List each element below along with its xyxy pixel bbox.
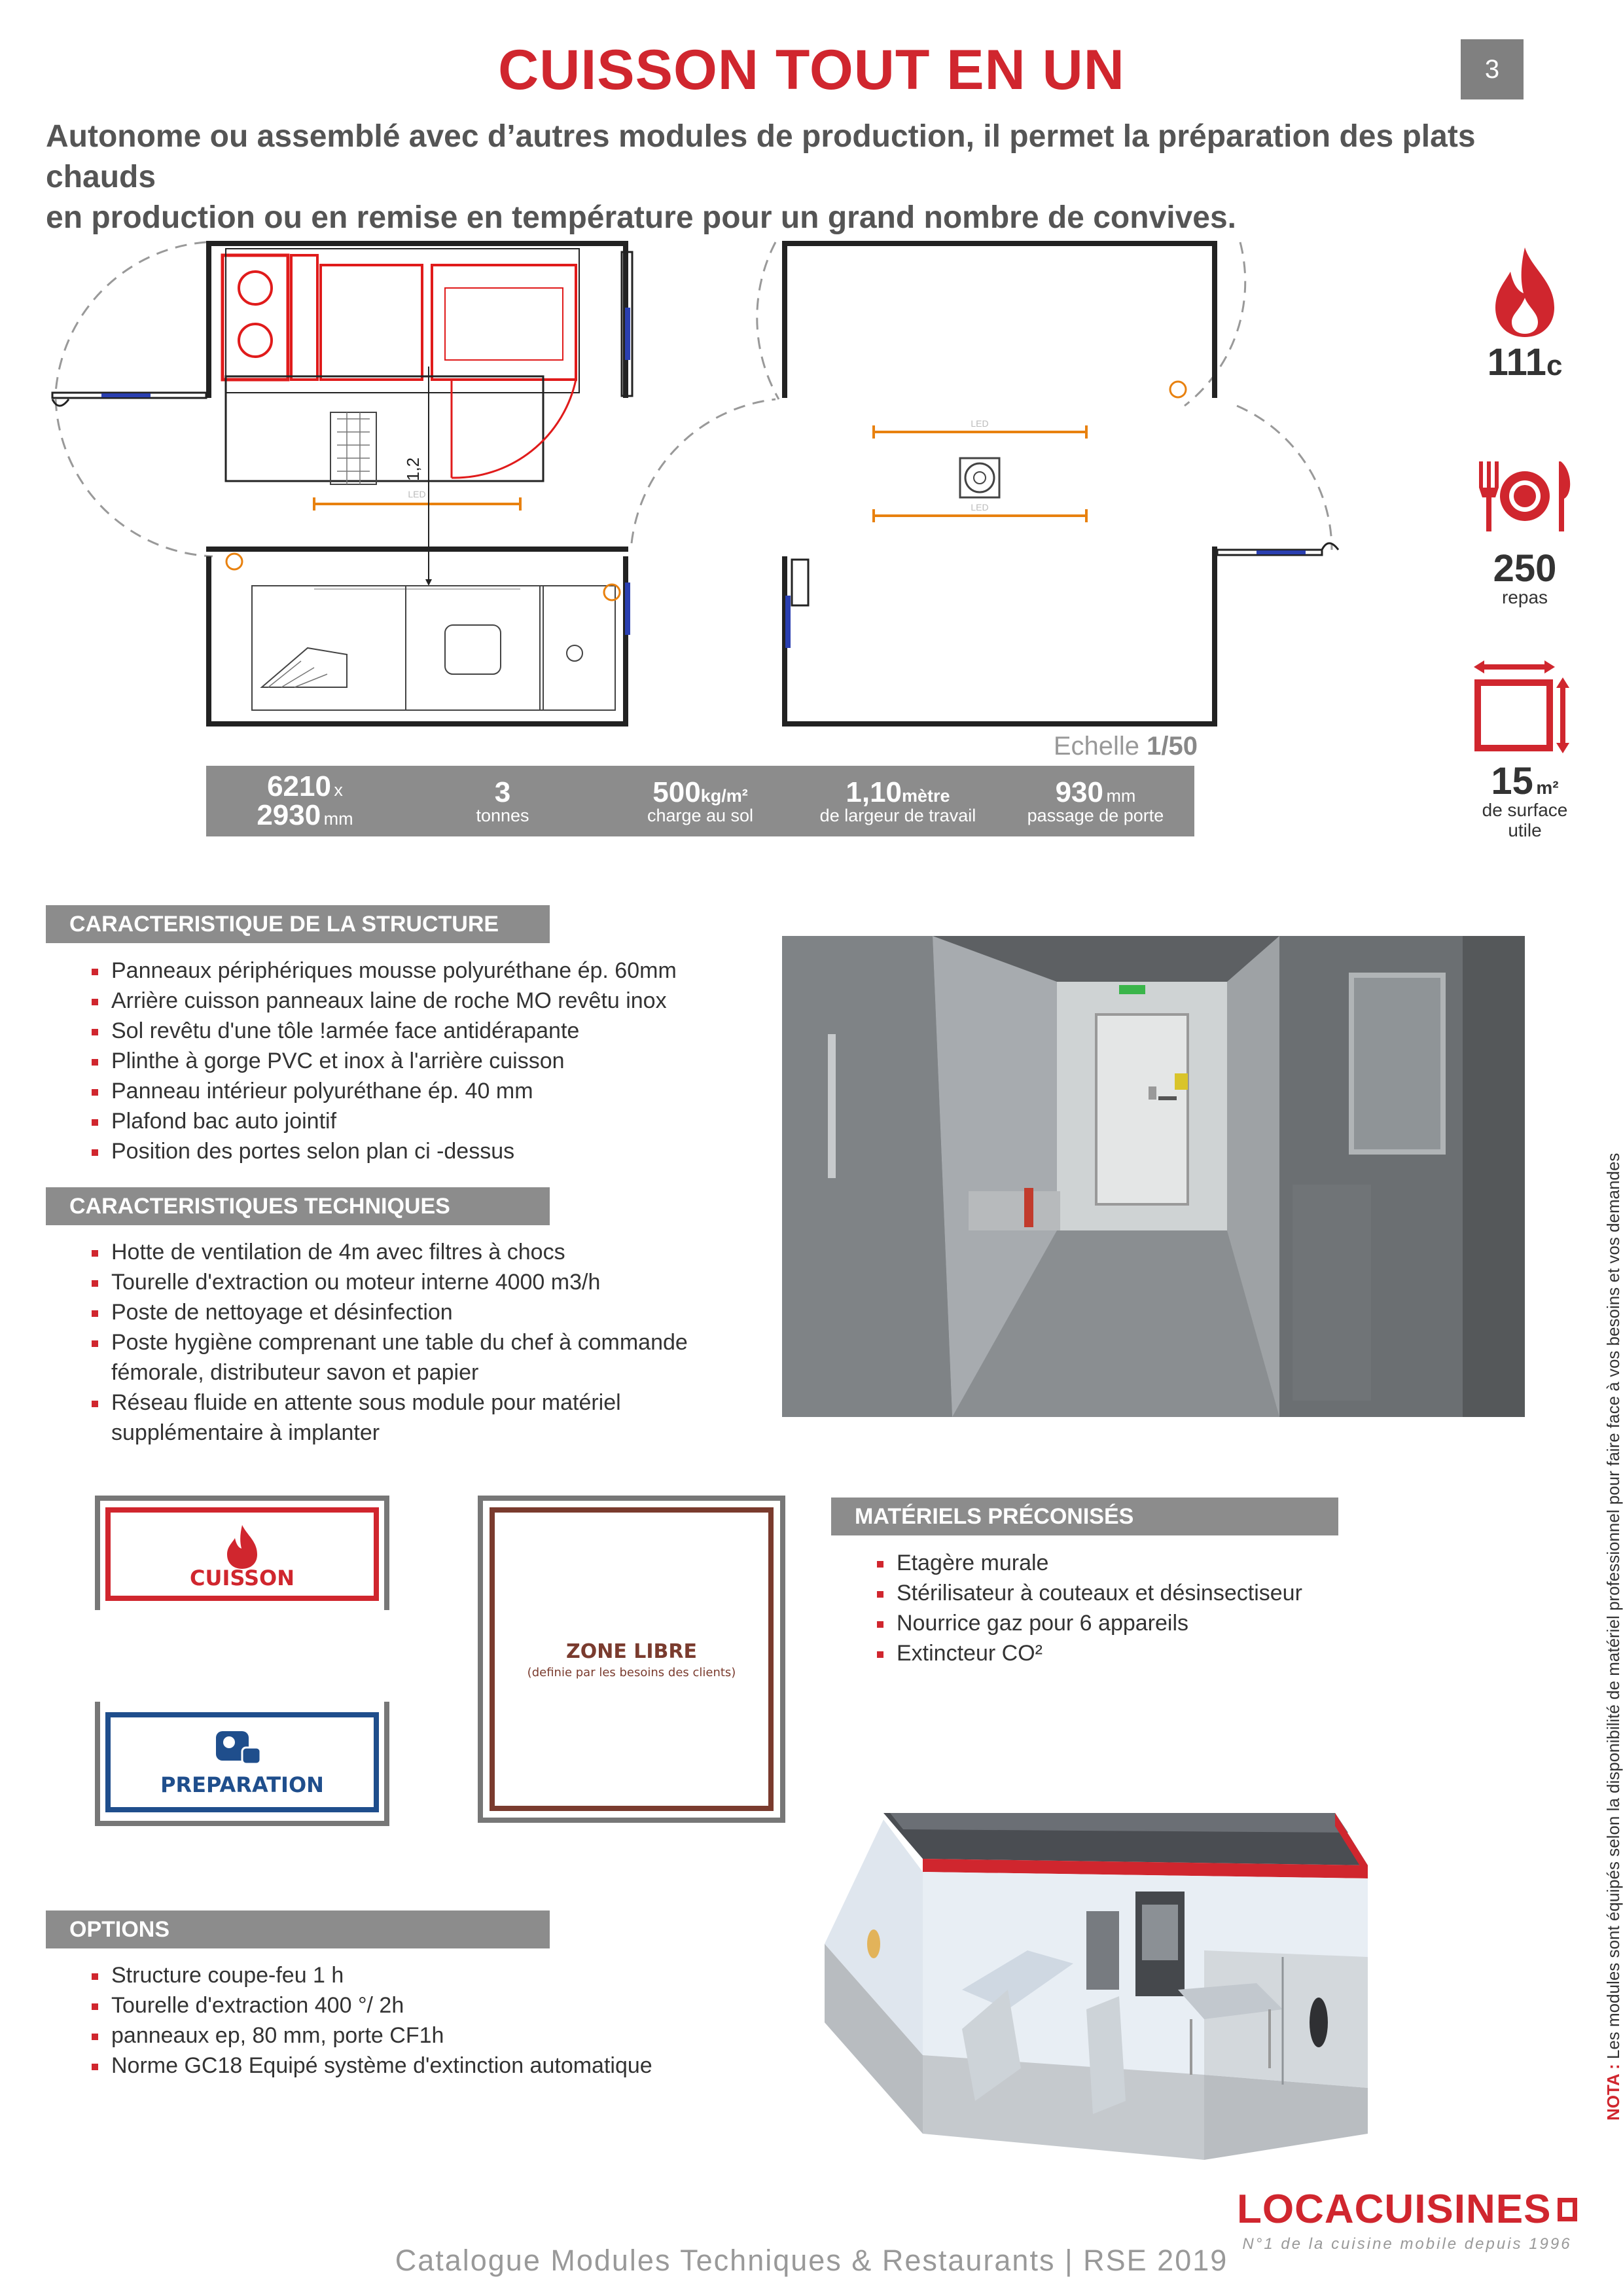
- intro-line-2: en production ou en remise en températur…: [46, 200, 1236, 235]
- section-materiels-title: MATÉRIELS PRÉCONISÉS: [831, 1498, 1338, 1535]
- power-stat: 111c: [1487, 341, 1563, 384]
- flame-icon: [1495, 247, 1554, 337]
- list-item: Réseau fluide en attente sous module pou…: [46, 1388, 766, 1418]
- zone-libre-sublabel: (definie par les besoins des clients): [527, 1666, 736, 1679]
- spec-floor-load: 500kg/m² charge au sol: [647, 776, 754, 825]
- floor-plans: LED 1,2: [51, 241, 1340, 726]
- list-item: Norme GC18 Equipé système d'extinction a…: [46, 2051, 798, 2081]
- structure-list: Panneaux périphériques mousse polyurétha…: [46, 956, 766, 1166]
- list-item: Panneaux périphériques mousse polyurétha…: [46, 956, 766, 986]
- list-item: panneaux ep, 80 mm, porte CF1h: [46, 2020, 798, 2051]
- right-module-plan: LED LED: [756, 241, 1340, 726]
- zone-cuisson: [95, 1496, 389, 1610]
- plate-cutlery-icon: [1479, 461, 1571, 531]
- nota-text: NOTA : Les modules sont équipés selon la…: [1603, 1153, 1623, 2121]
- led-label-2: LED: [971, 418, 988, 429]
- intro-line-1: Autonome ou assemblé avec d’autres modul…: [46, 119, 1476, 194]
- scale-label: Echelle 1/50: [982, 732, 1198, 761]
- list-item: Sol revêtu d'une tôle !armée face antidé…: [46, 1016, 766, 1046]
- list-item: Panneau intérieur polyuréthane ép. 40 mm: [46, 1076, 766, 1106]
- list-item: Tourelle d'extraction 400 °/ 2h: [46, 1990, 798, 2020]
- scale-prefix: Echelle: [1053, 732, 1140, 761]
- intro-text: Autonome ou assemblé avec d’autres modul…: [46, 117, 1577, 238]
- list-item: Structure coupe-feu 1 h: [46, 1960, 798, 1990]
- footer-text: Catalogue Modules Techniques & Restauran…: [395, 2244, 1228, 2277]
- left-module-plan: LED 1,2: [51, 241, 776, 726]
- page-number: 3: [1461, 39, 1524, 99]
- interior-photo: [782, 936, 1525, 1417]
- zone-libre: [478, 1496, 785, 1823]
- list-item: supplémentaire à implanter: [111, 1420, 380, 1445]
- list-item: Nourrice gaz pour 6 appareils: [831, 1608, 1486, 1638]
- list-item: Stérilisateur à couteaux et désinsectise…: [831, 1578, 1486, 1608]
- nota-vertical: NOTA : Les modules sont équipés selon la…: [1590, 1073, 1623, 2121]
- zone-preparation-label: PREPARATION: [160, 1772, 324, 1797]
- list-item: Poste de nettoyage et désinfection: [46, 1297, 766, 1327]
- scale-value: 1/50: [1147, 732, 1198, 761]
- surface-area-icon: [1474, 660, 1569, 753]
- list-item: Tourelle d'extraction ou moteur interne …: [46, 1267, 766, 1297]
- brand-name: LOCACUISINES: [1237, 2187, 1552, 2232]
- logo-square-icon: [1558, 2197, 1577, 2221]
- led-label-3: LED: [971, 502, 988, 512]
- options-list: Structure coupe-feu 1 h Tourelle d'extra…: [46, 1960, 798, 2081]
- list-item: Plinthe à gorge PVC et inox à l'arrière …: [46, 1046, 766, 1076]
- module-3d-render: [825, 1813, 1368, 2160]
- brand-tagline: N°1 de la cuisine mobile depuis 1996: [1242, 2235, 1572, 2253]
- spec-dimensions: 6210 x 2930 mm: [257, 770, 353, 831]
- list-item: Position des portes selon plan ci -dessu…: [46, 1136, 766, 1166]
- page-title: CUISSON TOUT EN UN: [498, 39, 1125, 101]
- meals-stat: 250 repas: [1493, 547, 1557, 607]
- spec-work-width: 1,10mètre de largeur de travail: [819, 776, 976, 825]
- section-options-title: OPTIONS: [46, 1910, 550, 1948]
- brand-logo: LOCACUISINES N°1 de la cuisine mobile de…: [1237, 2186, 1577, 2253]
- list-item: Etagère murale: [831, 1548, 1486, 1578]
- led-label-1: LED: [408, 489, 425, 499]
- section-technique-title: CARACTERISTIQUES TECHNIQUES: [46, 1187, 550, 1225]
- section-structure-title: CARACTERISTIQUE DE LA STRUCTURE: [46, 905, 550, 943]
- list-item: Poste hygiène comprenant une table du ch…: [46, 1327, 766, 1357]
- technique-list: Hotte de ventilation de 4m avec filtres …: [46, 1237, 766, 1448]
- list-item: Extincteur CO²: [831, 1638, 1486, 1668]
- spec-weight: 3 tonnes: [476, 776, 529, 825]
- list-item: Arrière cuisson panneaux laine de roche …: [46, 986, 766, 1016]
- zone-cuisson-label: CUISSON: [189, 1566, 294, 1590]
- spec-bar: 6210 x 2930 mm 3 tonnes 500kg/m² charge …: [206, 766, 1194, 836]
- surface-stat: 15 m² de surface utile: [1482, 760, 1568, 840]
- list-item: fémorale, distributeur savon et papier: [111, 1360, 479, 1385]
- spec-door-passage: 930 mm passage de porte: [1027, 776, 1164, 825]
- list-item: Hotte de ventilation de 4m avec filtres …: [46, 1237, 766, 1267]
- dimension-label: 1,2: [403, 457, 423, 481]
- materiels-list: Etagère murale Stérilisateur à couteaux …: [831, 1548, 1486, 1668]
- zone-libre-label: ZONE LIBRE: [565, 1640, 698, 1663]
- list-item: Plafond bac auto jointif: [46, 1106, 766, 1136]
- zone-preparation: [95, 1702, 389, 1826]
